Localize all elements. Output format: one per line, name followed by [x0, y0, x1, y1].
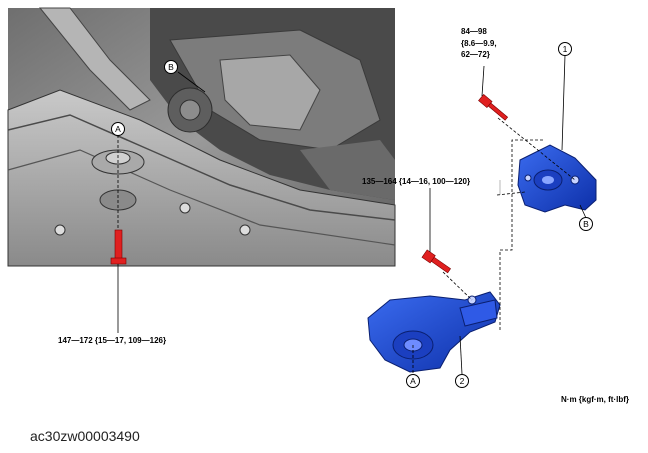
lower-bolt-torque: 147—172 {15—17, 109—126}	[58, 336, 167, 345]
callout-b-photo: B	[164, 60, 178, 74]
lower-bolt	[110, 229, 127, 265]
callout-b-mount-leader	[579, 204, 587, 219]
callout-1: 1	[558, 42, 572, 56]
engine-mount-upper	[517, 144, 597, 213]
upper-bolt-dashed-path	[497, 117, 576, 181]
callout-2: 2	[455, 374, 469, 388]
callout-1-leader	[561, 54, 566, 151]
middle-bolt	[421, 249, 451, 274]
callout-b-mount: B	[579, 217, 593, 231]
upper-bolt-leader	[481, 65, 485, 97]
upper-bolt	[478, 94, 509, 121]
middle-bolt-torque: 135—164 {14—16, 100—120}	[362, 177, 471, 186]
callout-b-photo-leader	[177, 71, 206, 93]
callout-2-leader	[459, 335, 463, 375]
callout-a-photo: A	[111, 122, 125, 136]
upper-bolt-torque-line3: 62—72}	[461, 50, 490, 59]
middle-bolt-dashed-path	[442, 271, 473, 301]
upper-bolt-torque-line1: 84—98	[461, 27, 487, 36]
units-label: N·m {kgf·m, ft·lbf}	[561, 395, 629, 404]
engine-photo	[7, 7, 396, 267]
engine-mount-lower	[367, 291, 501, 373]
mount-connection-dashed	[499, 139, 545, 330]
figure-id: ac30zw00003490	[30, 428, 140, 444]
upper-bolt-torque-line2: {8.6—9.9,	[461, 39, 497, 48]
callout-a-mount: A	[406, 374, 420, 388]
